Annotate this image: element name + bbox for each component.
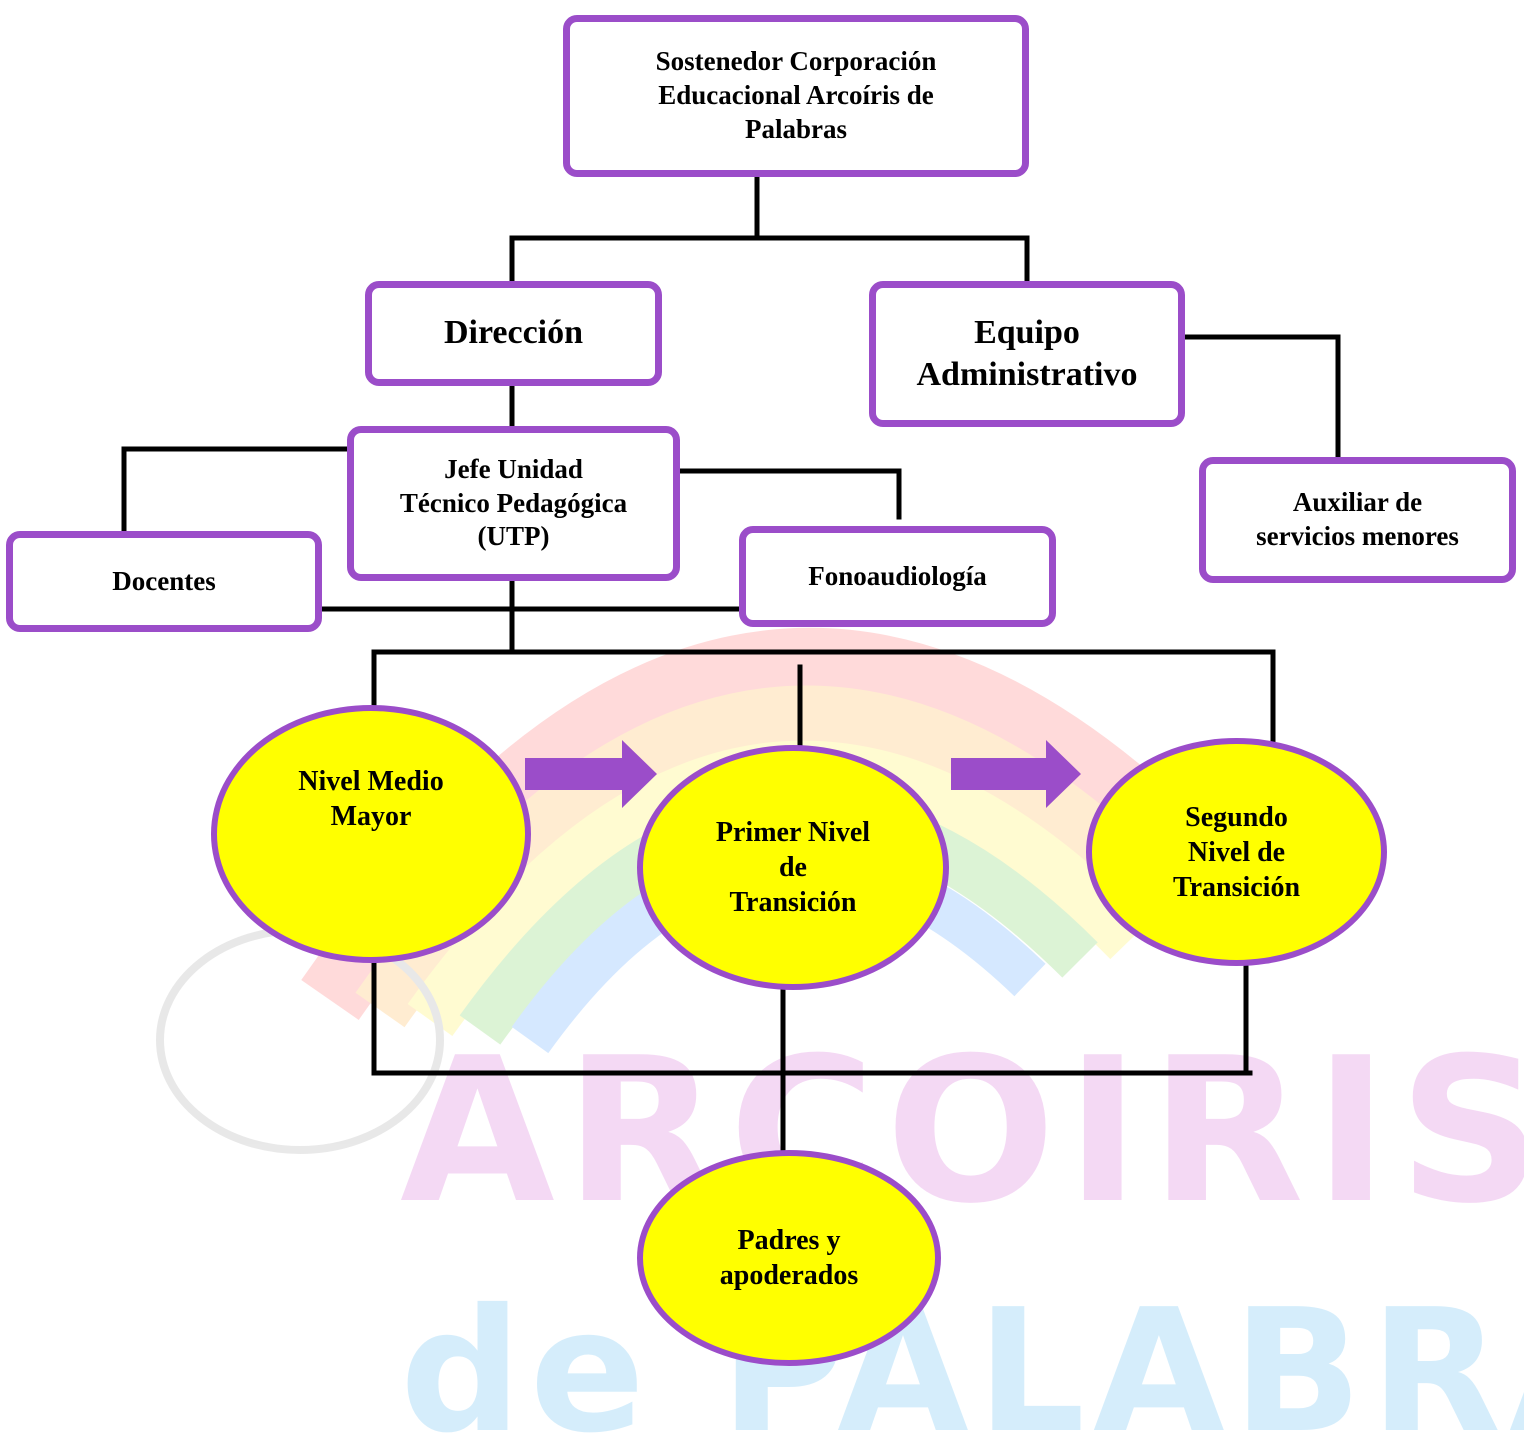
node-padres-label: Padres y apoderados: [719, 1225, 859, 1291]
watermark-word-palabras: de PALABRAS: [400, 1273, 1524, 1452]
node-nivel-medio-mayor-label: Nivel Medio Mayor: [298, 766, 444, 832]
node-direccion-label: Dirección: [443, 314, 584, 352]
node-sostenedor: Sostenedor Corporación Educacional Arcoí…: [563, 15, 1029, 177]
node-auxiliar-label: Auxiliar de servicios menores: [1256, 487, 1459, 551]
node-docentes-label: Docentes: [112, 565, 216, 596]
node-jefe-utp-label: Jefe Unidad Técnico Pedagógica (UTP): [399, 453, 628, 552]
node-fonoaudiologia: Fonoaudiología: [739, 526, 1056, 627]
node-sostenedor-label: Sostenedor Corporación Educacional Arcoí…: [655, 46, 937, 144]
node-nivel-medio-mayor: Nivel Medio Mayor: [211, 705, 531, 963]
node-auxiliar: Auxiliar de servicios menores: [1199, 457, 1516, 583]
node-equipo-administrativo: Equipo Administrativo: [869, 281, 1185, 427]
node-direccion: Dirección: [365, 281, 662, 386]
arrow-2: [951, 740, 1081, 808]
node-docentes: Docentes: [6, 531, 322, 632]
node-equipo-administrativo-label: Equipo Administrativo: [916, 313, 1138, 394]
arrow-1: [525, 740, 657, 808]
node-fonoaudiologia-label: Fonoaudiología: [808, 560, 987, 591]
node-segundo-nivel-label: Segundo Nivel de Transición: [1172, 801, 1301, 903]
node-primer-nivel-label: Primer Nivel de Transición: [715, 817, 871, 918]
node-primer-nivel: Primer Nivel de Transición: [637, 745, 949, 990]
watermark-word-arcoiris: ARCOIRIS: [400, 1015, 1524, 1248]
node-jefe-utp: Jefe Unidad Técnico Pedagógica (UTP): [347, 426, 680, 581]
node-segundo-nivel: Segundo Nivel de Transición: [1086, 738, 1387, 966]
node-padres: Padres y apoderados: [637, 1150, 941, 1366]
